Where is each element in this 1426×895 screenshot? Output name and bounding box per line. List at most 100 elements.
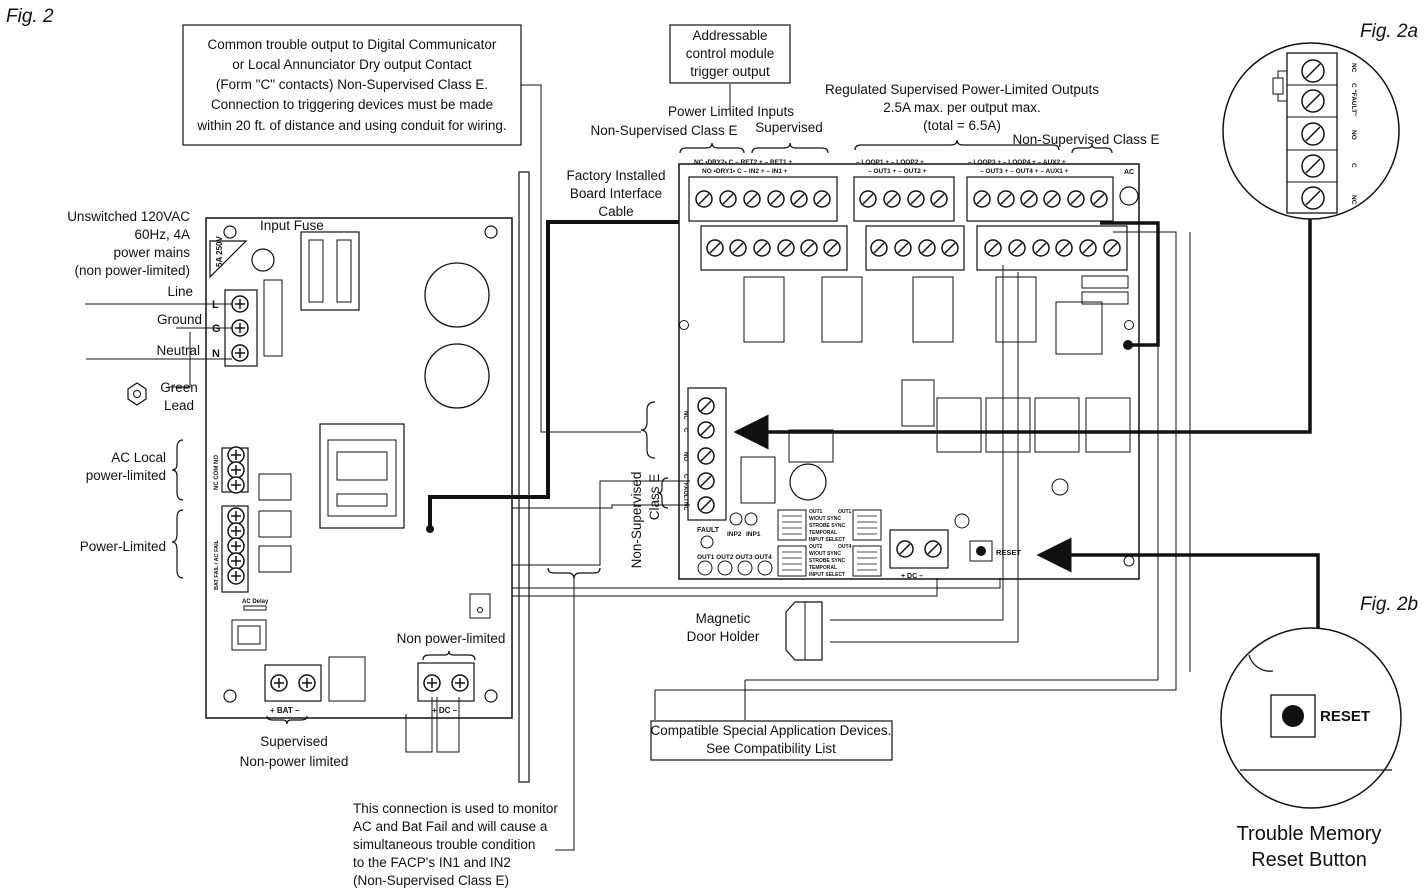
dip-label: W/OUT SYNC: [809, 551, 841, 557]
callout-line: or Local Annunciator Dry output Contact: [232, 57, 472, 72]
transformer: [319, 423, 405, 529]
fault-label: FAULT: [697, 527, 720, 534]
common-trouble-callout: Common trouble output to Digital Communi…: [182, 24, 522, 146]
green-lead-label: Green: [160, 380, 198, 395]
fig2a-term: C "FAULT": [1350, 83, 1357, 116]
fig2-label: Fig. 2: [6, 6, 54, 27]
fuse-tag: 5A 250V: [215, 236, 224, 268]
supervised-npl-label: Supervised: [260, 734, 328, 749]
dip-label: INPUT SELECT: [809, 572, 845, 578]
monitor-note: (Non-Supervised Class E): [353, 873, 509, 888]
magnetic-label: Magnetic: [696, 611, 751, 626]
supervised-npl-label: Non-power limited: [240, 754, 349, 769]
relay-terms: NC COM NO: [214, 455, 220, 490]
fault-term: C "FAULT": [682, 474, 688, 505]
callout-line: Addressable: [692, 28, 767, 43]
loop-row3: – LOOP3 + – LOOP4 + – AUX2 +: [968, 159, 1066, 166]
reset-button[interactable]: [976, 546, 986, 556]
magnetic-label: Door Holder: [687, 629, 760, 644]
loop-row2: – OUT1 + – OUT2 +: [868, 168, 927, 175]
lgn-l: L: [212, 299, 219, 311]
fig2a-label: Fig. 2a: [1360, 21, 1418, 42]
board-interface-cable: [428, 220, 680, 529]
fault-term: NC: [682, 411, 688, 420]
dip-label: STROBE SYNC: [809, 523, 846, 529]
unswitched-label: 60Hz, 4A: [134, 227, 190, 242]
unswitched-label: Unswitched 120VAC: [67, 209, 190, 224]
callout-line: (Form "C" contacts) Non-Supervised Class…: [216, 77, 488, 92]
power-limited-inputs-label: Power Limited Inputs: [668, 104, 794, 119]
factory-cable-label: Cable: [598, 204, 633, 219]
input-fuse: [300, 231, 360, 311]
magnetic-door-holder: [785, 601, 823, 661]
fig2b-reset-label: RESET: [1320, 708, 1370, 725]
callout-line: Compatible Special Application Devices.: [651, 723, 892, 738]
dc-right-label: + DC –: [901, 573, 923, 580]
ground-label: Ground: [157, 312, 202, 327]
dip-label: INPUT SELECT: [809, 537, 845, 543]
nonsup-vertical: Class E: [647, 474, 662, 521]
fig2a-term: NO: [1350, 130, 1357, 140]
dip-label: OUT1: [838, 509, 852, 515]
fig2a-term: NC: [1350, 195, 1357, 205]
dip-label: OUT4: [838, 544, 852, 550]
monitor-note: simultaneous trouble condition: [353, 837, 535, 852]
callout-line: trigger output: [690, 64, 770, 79]
dip-label: W/OUT SYNC: [809, 516, 841, 522]
regulated-label: Regulated Supervised Power-Limited Outpu…: [825, 82, 1099, 97]
fig2b-reset-button[interactable]: [1282, 705, 1304, 727]
top-row1: NC •DRY2• C – RET2 + – RET1 +: [694, 159, 792, 166]
lgn-n: N: [212, 348, 220, 360]
top-row2: NO •DRY1• C – IN2 + – IN1 +: [702, 168, 788, 175]
loop-row4: – OUT3 + – OUT4 + – AUX1 +: [980, 168, 1069, 175]
inp1-label: INP1: [746, 531, 761, 538]
nonsup-label: Non-Supervised Class E: [590, 123, 737, 138]
monitor-note: to the FACP's IN1 and IN2: [353, 855, 511, 870]
addressable-callout: Addressable control module trigger outpu…: [669, 24, 791, 84]
green-lead-nut: [127, 382, 147, 406]
fig2a-term: C: [1350, 163, 1357, 168]
ac-local-label: AC Local: [111, 450, 166, 465]
regulated-label: 2.5A max. per output max.: [883, 100, 1041, 115]
factory-cable-label: Board Interface: [570, 186, 662, 201]
supervised-label: Supervised: [755, 120, 823, 135]
dip-label: OUT2: [809, 544, 823, 550]
nonsup-label-2: Non-Supervised Class E: [1012, 132, 1159, 147]
dip-label: TEMPORAL: [809, 565, 837, 571]
callout-line: See Compatibility List: [706, 741, 836, 756]
outs-label: OUT1 OUT2 OUT3 OUT4: [697, 554, 772, 561]
reset-label: RESET: [996, 548, 1021, 557]
unswitched-label: power mains: [113, 245, 190, 260]
fig2b-label: Fig. 2b: [1360, 594, 1418, 615]
control-board: AC NC •DRY2• C – RET2 + – RET1 + NO •DRY…: [678, 159, 1140, 580]
green-lead-label: Lead: [164, 398, 194, 413]
leader-line: [521, 84, 641, 433]
factory-cable-label: Factory Installed: [566, 168, 665, 183]
bat-label: + BAT –: [270, 706, 300, 715]
leader-line: [555, 578, 575, 851]
monitor-note: AC and Bat Fail and will cause a: [353, 819, 548, 834]
lgn-g: G: [212, 323, 221, 335]
fig2a-detail: NC C "FAULT" NO C NC: [1222, 42, 1400, 220]
fig2b-detail: RESET: [1220, 627, 1402, 809]
compatible-callout: Compatible Special Application Devices. …: [650, 720, 893, 761]
bat-ac-terms: BAT FAIL / AC FAIL: [214, 539, 220, 590]
monitor-note: This connection is used to monitor: [353, 801, 558, 816]
ac-delay-label: AC Delay: [242, 599, 269, 605]
line-label: Line: [167, 284, 193, 299]
dip-label: STROBE SYNC: [809, 558, 846, 564]
dc-main-label: + DC –: [432, 706, 458, 715]
fault-term: C: [682, 428, 688, 433]
trouble-memory-label: Trouble Memory: [1237, 823, 1382, 845]
input-fuse-label: Input Fuse: [260, 218, 324, 233]
callout-line: control module: [686, 46, 775, 61]
trouble-memory-label: Reset Button: [1251, 849, 1367, 871]
loop-row1: – LOOP1 + – LOOP2 +: [856, 159, 924, 166]
fuse-warning-icon: [209, 240, 248, 279]
ac-label: AC: [1124, 169, 1134, 176]
callout-line: Connection to triggering devices must be…: [211, 97, 493, 112]
fault-term: NC: [682, 502, 688, 511]
power-limited-label: Power-Limited: [80, 539, 166, 554]
callout-line: within 20 ft. of distance and using cond…: [196, 118, 506, 133]
power-supply-board: 5A 250V L G N NC COM NO BAT FAIL /: [205, 217, 513, 719]
